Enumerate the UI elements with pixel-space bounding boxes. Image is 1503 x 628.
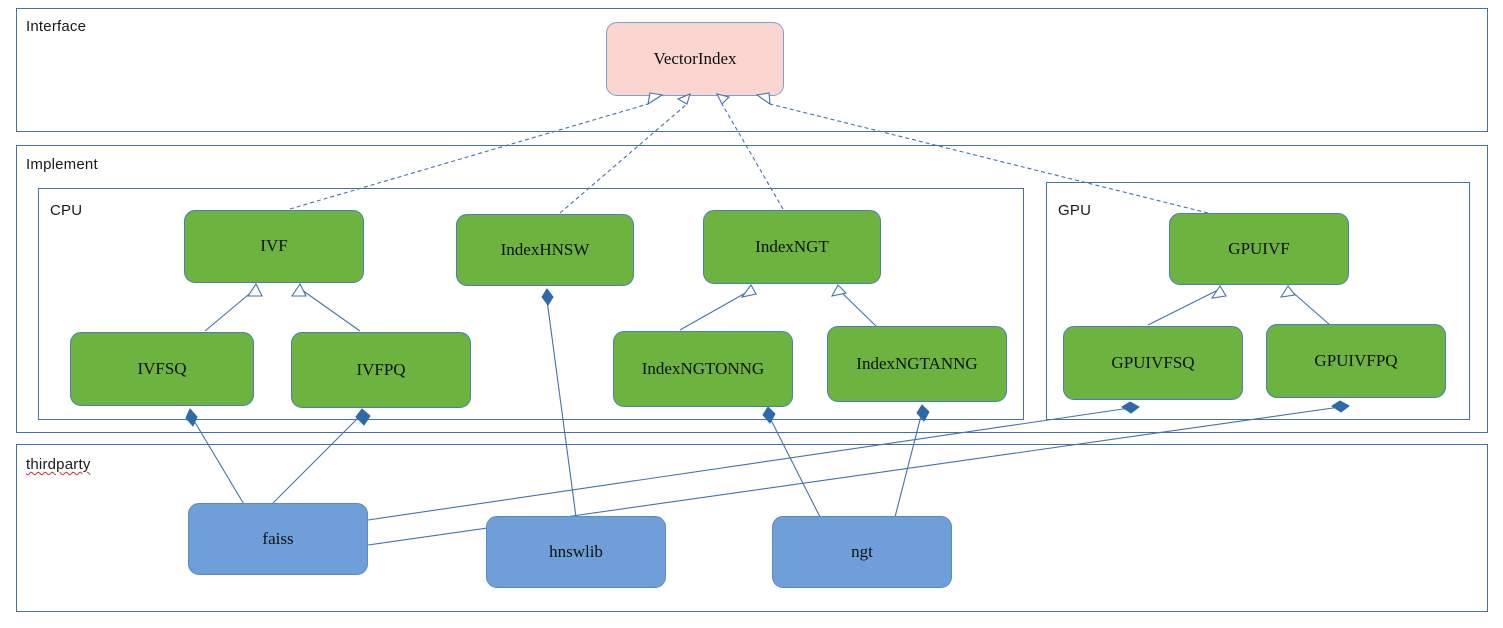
node-faiss[interactable]: faiss	[188, 503, 368, 575]
node-ivf[interactable]: IVF	[184, 210, 364, 283]
node-vectorindex[interactable]: VectorIndex	[606, 22, 784, 96]
group-gpu-label: GPU	[1058, 202, 1092, 219]
node-gpuivfpq[interactable]: GPUIVFPQ	[1266, 324, 1446, 398]
group-implement-label: Implement	[26, 156, 98, 173]
node-ngt[interactable]: ngt	[772, 516, 952, 588]
node-hnswlib[interactable]: hnswlib	[486, 516, 666, 588]
node-gpuivfsq[interactable]: GPUIVFSQ	[1063, 326, 1243, 400]
node-indexngt[interactable]: IndexNGT	[703, 210, 881, 284]
node-indexngtanng[interactable]: IndexNGTANNG	[827, 326, 1007, 402]
node-ivfsq[interactable]: IVFSQ	[70, 332, 254, 406]
node-gpuivf[interactable]: GPUIVF	[1169, 213, 1349, 285]
group-thirdparty-label: thirdparty	[26, 456, 91, 473]
node-ivfpq[interactable]: IVFPQ	[291, 332, 471, 408]
group-cpu-label: CPU	[50, 202, 83, 219]
node-indexhnsw[interactable]: IndexHNSW	[456, 214, 634, 286]
node-indexngtonng[interactable]: IndexNGTONNG	[613, 331, 793, 407]
group-interface-label: Interface	[26, 18, 87, 35]
